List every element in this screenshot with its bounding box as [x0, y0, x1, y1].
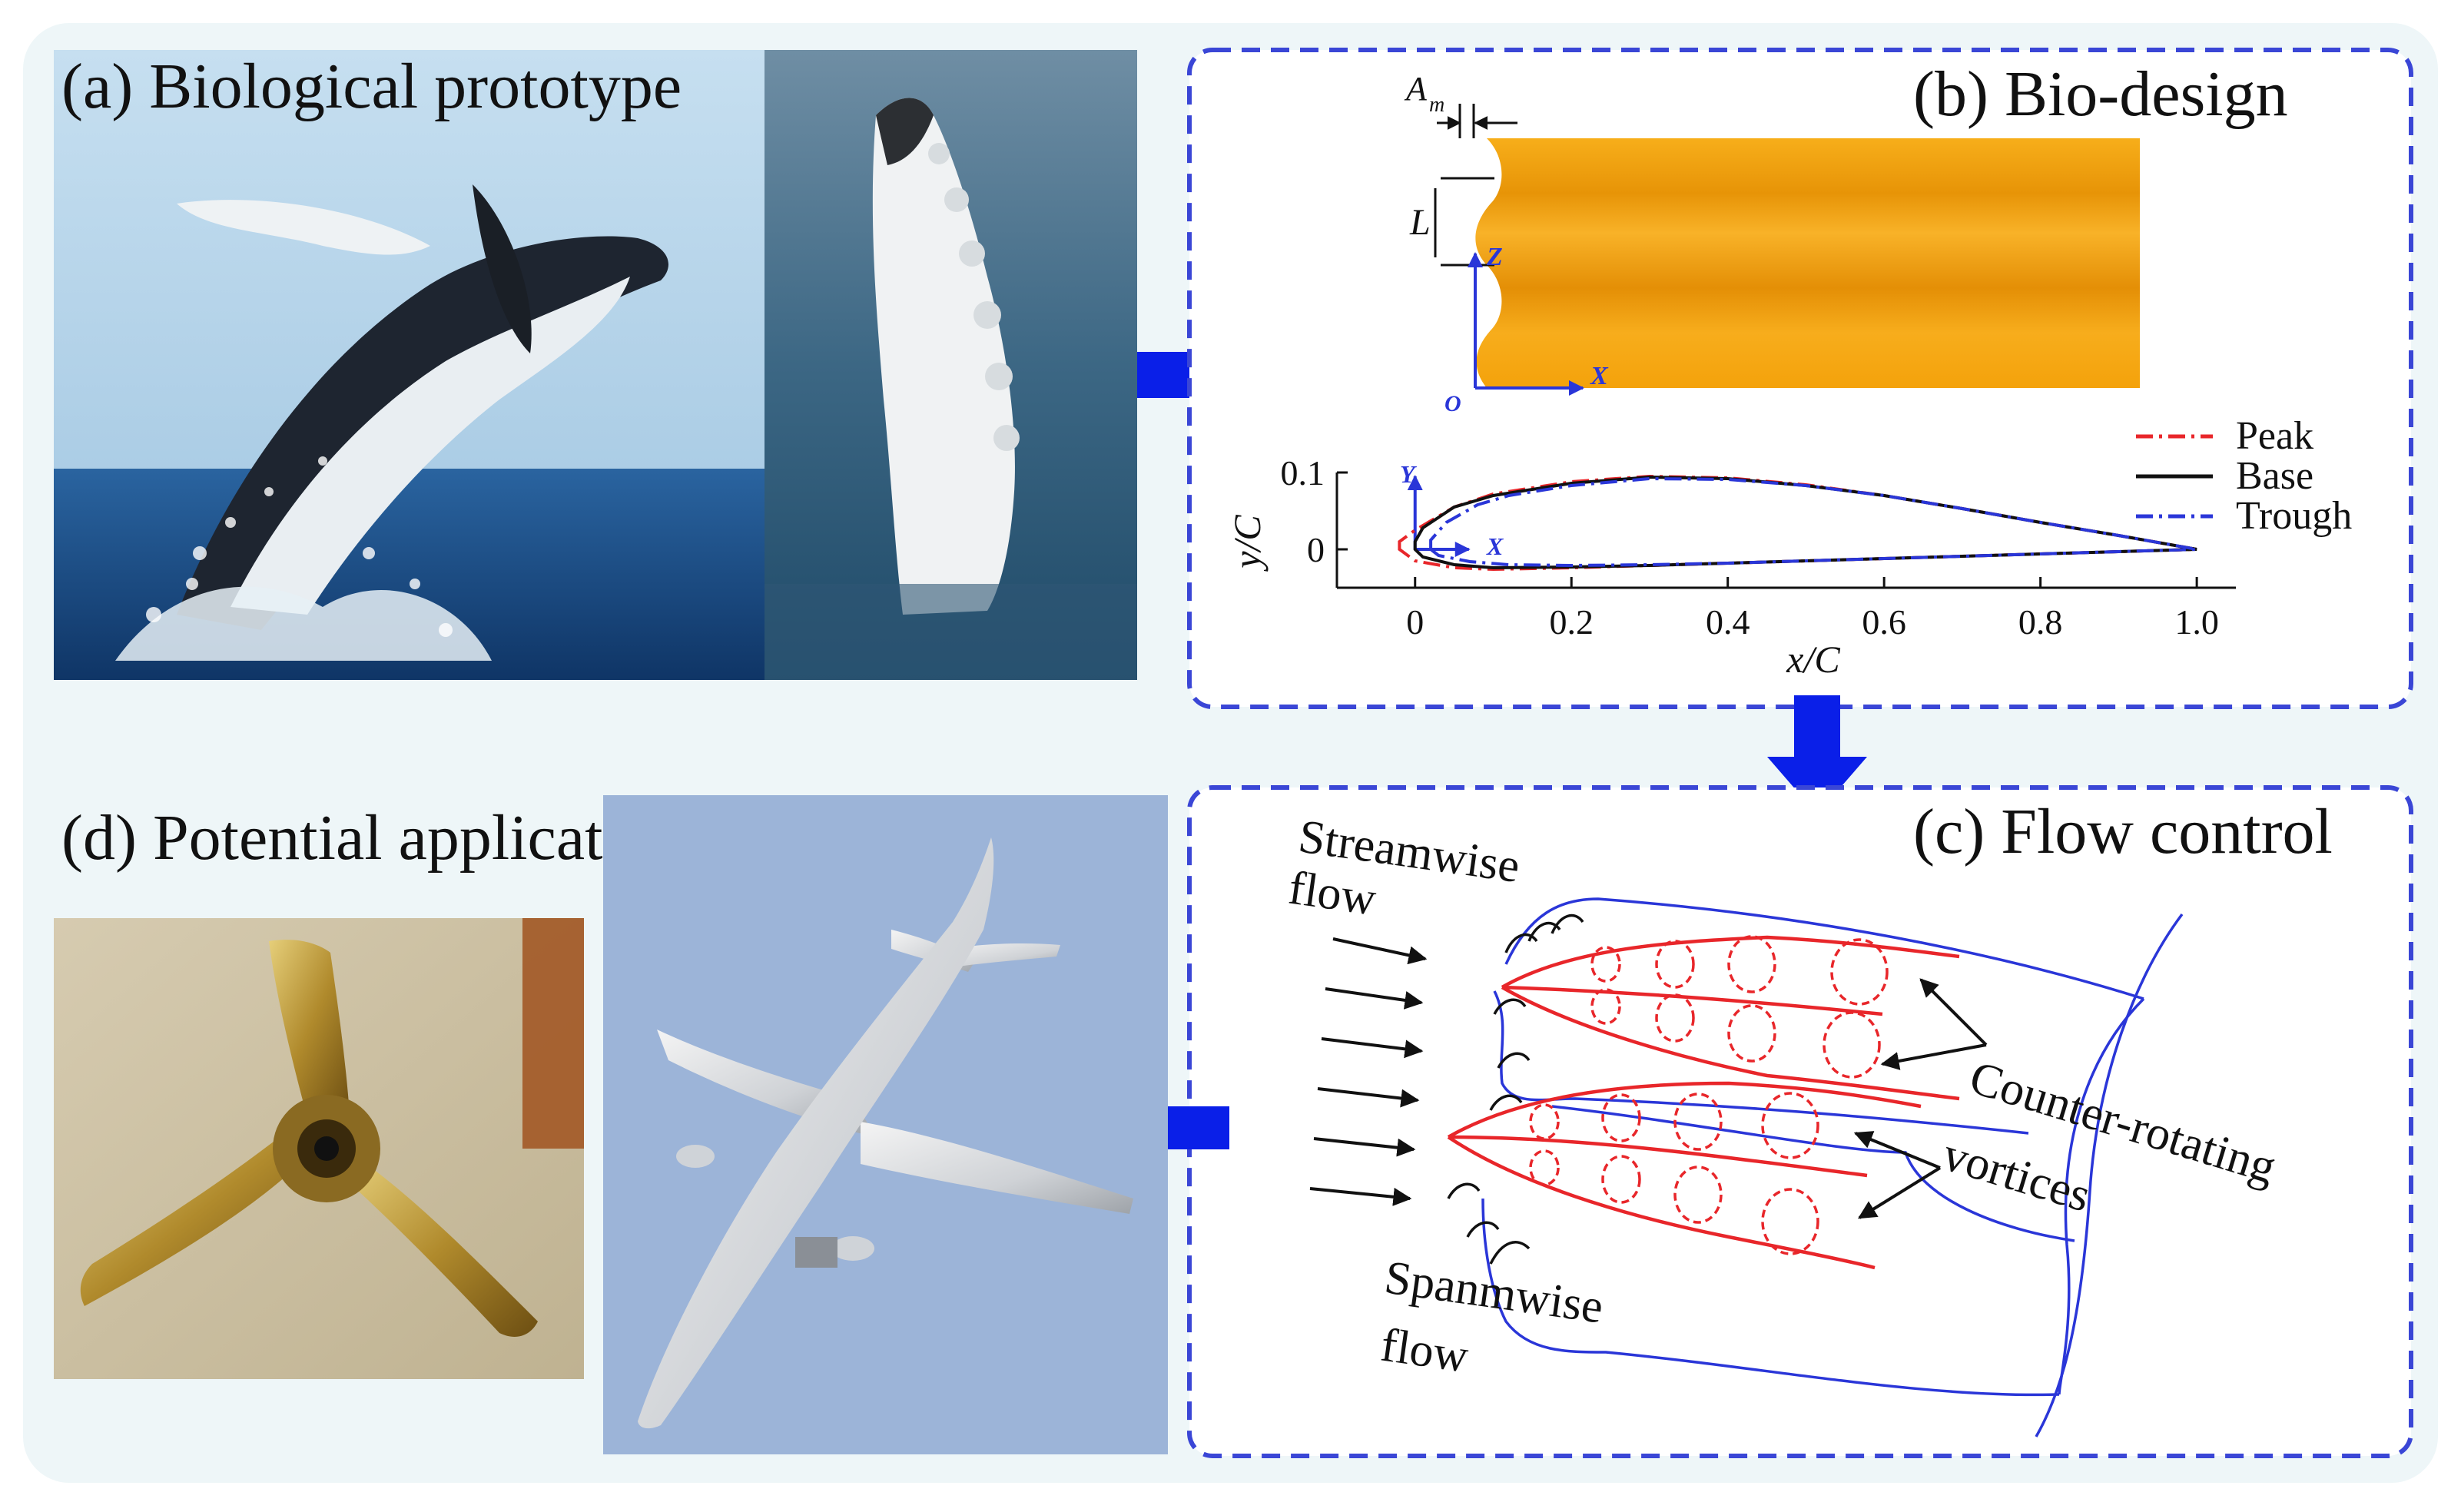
panel-a: (a) Biological prototype	[54, 50, 1137, 680]
whale-belly	[231, 277, 630, 615]
panel-d-title: (d) Potential application	[61, 802, 685, 874]
panel-c-title: (c) Flow control	[1913, 796, 2333, 867]
chart-xlabel: x/C	[1786, 638, 1840, 681]
chart-legend-label: Base	[2236, 454, 2313, 498]
arrow-b-to-c	[1767, 695, 1867, 814]
chart-series-trough	[1429, 476, 2197, 568]
vortex-lines-lower	[1447, 1081, 1922, 1270]
chart-xtick-label: 0.8	[2018, 602, 2063, 642]
chart-ytick-label: 0.1	[1281, 453, 1325, 492]
flipper	[872, 98, 1015, 615]
flipper-water	[765, 584, 1137, 680]
chart-xtick-label: 0.4	[1706, 602, 1750, 642]
chart-xtick-label: 0.2	[1549, 602, 1594, 642]
propeller-photo-edge	[522, 918, 584, 1149]
dimension-amplitude-sub: m	[1429, 93, 1444, 117]
dimension-wavelength: L	[1409, 202, 1431, 243]
wing-axis-z: Z	[1486, 243, 1503, 271]
spanwise-swirls	[1447, 914, 1584, 1265]
chart-inset-axis-y: Y	[1400, 460, 1417, 488]
chart-legend-label: Peak	[2236, 414, 2313, 458]
vortex-pointers	[1853, 978, 1988, 1219]
panel-b-title: (b) Bio-design	[1913, 58, 2288, 130]
chart-xtick-label: 0.6	[1862, 602, 1906, 642]
spanwise-label-2: flow	[1378, 1319, 1471, 1383]
dimension-amplitude: A	[1404, 70, 1428, 108]
chart-axes	[1335, 472, 2236, 589]
airplane	[638, 837, 1133, 1429]
chart-ytick-label: 0	[1307, 530, 1325, 569]
whale-pectoral-fin-right	[473, 184, 532, 353]
wing-axes	[1468, 252, 1584, 396]
wing-axis-x: X	[1590, 362, 1609, 390]
panel-d: (d) Potential application	[54, 795, 1168, 1454]
chart-inset-axis-x: X	[1486, 532, 1504, 560]
splash	[115, 586, 492, 661]
panel-b: (b) Bio-design A m L Z X O 0 0.2 0.4 0.6 0.8…	[1187, 48, 2413, 709]
chart-xtick-label: 1.0	[2174, 602, 2219, 642]
wing-planform	[1475, 138, 2140, 388]
spray	[146, 456, 453, 637]
chart-series	[1398, 474, 2197, 572]
chart-ylabel: y/C	[1226, 515, 1269, 572]
chart-xtick-label: 0	[1406, 602, 1424, 642]
streamwise-label-2: flow	[1285, 862, 1379, 926]
flipper-tubercles	[928, 143, 1020, 451]
panel-c: (c) Flow control	[1187, 785, 2413, 1458]
streamwise-arrows	[1309, 937, 1428, 1206]
wing-origin: O	[1444, 391, 1461, 416]
flipper-tip	[876, 98, 934, 165]
wing-outline	[1481, 897, 2184, 1437]
chart-ticks: 0 0.2 0.4 0.6 0.8 1.0 0 0.1	[1281, 453, 2219, 642]
chart-legend-label: Trough	[2236, 494, 2352, 538]
whale-pectoral-fin-left	[177, 200, 430, 255]
panel-a-title: (a) Biological prototype	[61, 51, 682, 122]
propeller	[80, 940, 538, 1337]
vortex-circles	[1529, 935, 1889, 1255]
